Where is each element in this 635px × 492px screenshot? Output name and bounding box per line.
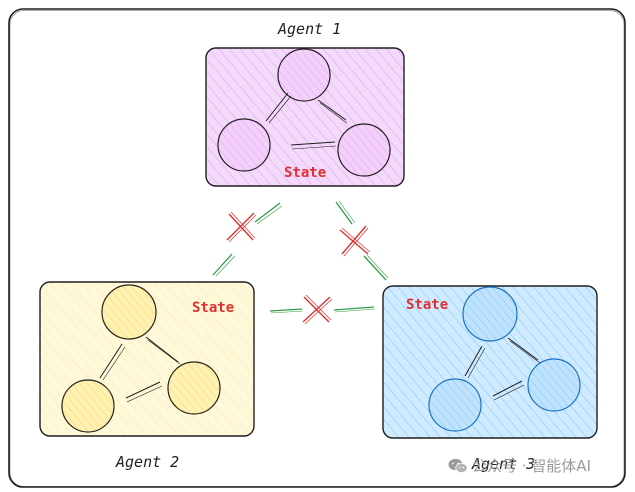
blocked-link-agent2-agent3 xyxy=(269,294,376,325)
agent-1-edge xyxy=(265,92,289,122)
agent-2-state-label: State xyxy=(192,300,234,316)
agent-2-label: Agent 2 xyxy=(115,453,179,471)
connector-line xyxy=(269,308,303,312)
outer-frame xyxy=(8,8,626,488)
agent-3-label: Agent 3 xyxy=(471,455,535,473)
agent-1-state-label: State xyxy=(284,165,326,181)
agent-1-group: Agent 1 State xyxy=(205,20,405,187)
agent-2-group: State Agent 2 xyxy=(39,281,255,471)
agent-2-edge xyxy=(99,343,123,379)
blocked-x-icon xyxy=(339,229,369,255)
agent-1-edge xyxy=(317,99,347,121)
watermark: 公众号 · 智能体AI xyxy=(448,455,591,476)
agent-3-edge xyxy=(464,345,483,377)
blocked-x-icon xyxy=(228,213,254,241)
wechat-icon xyxy=(448,458,468,473)
agent-1-label: Agent 1 xyxy=(277,20,341,38)
agent-2-edge xyxy=(125,381,161,399)
connector-line xyxy=(363,255,387,281)
agent-1-edge xyxy=(290,141,336,146)
agent-3-group: State Agent 3 xyxy=(382,285,598,473)
connector-line xyxy=(254,202,281,223)
blocked-link-agent1-agent2 xyxy=(212,202,283,277)
connector-line xyxy=(333,306,375,311)
connector-line xyxy=(335,201,353,225)
agent-3-edge xyxy=(507,337,539,361)
watermark-text: 公众号 · 智能体AI xyxy=(472,457,591,475)
agent-3-state-label: State xyxy=(406,297,448,313)
agent-2-edge xyxy=(145,336,179,363)
connector-line xyxy=(212,253,233,276)
agent-3-edge xyxy=(492,380,523,397)
blocked-link-agent1-agent3 xyxy=(335,200,389,281)
